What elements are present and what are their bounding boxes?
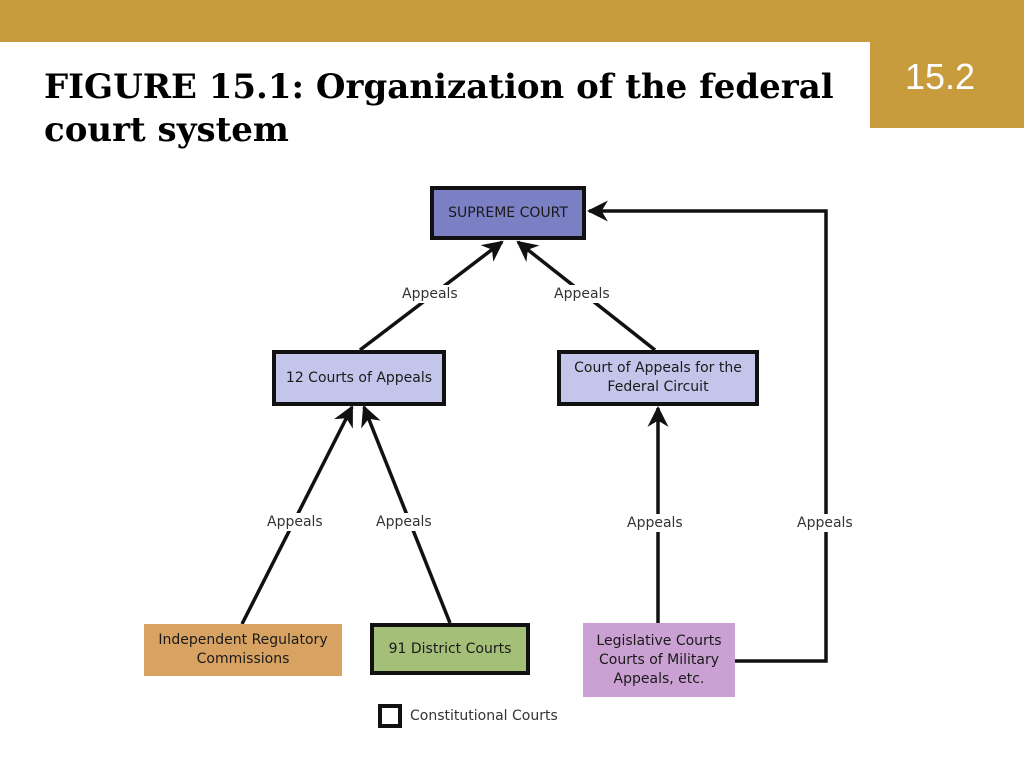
legislative-courts-label: Legislative Courts Courts of Military Ap… [596,632,722,687]
supreme-court-box: SUPREME COURT [430,186,586,240]
edge-label-legislative-to-supreme-appeals: Appeals [795,514,855,532]
regulatory-commissions-label: Independent Regulatory Commissions [158,632,328,667]
edge-label-federal-circuit-appeals: Appeals [552,285,612,303]
legend-label-constitutional: Constitutional Courts [410,708,558,724]
federal-circuit-box: Court of Appeals for the Federal Circuit [557,350,759,406]
district-courts-label: 91 District Courts [388,640,512,657]
edge-label-legislative-appeals: Appeals [625,514,685,532]
legislative-courts-box: Legislative Courts Courts of Military Ap… [583,623,735,697]
supreme-court-label: SUPREME COURT [448,204,568,221]
courts-of-appeals-label: 12 Courts of Appeals [285,369,433,386]
regulatory-commissions-box: Independent Regulatory Commissions [144,624,342,676]
federal-circuit-label: Court of Appeals for the Federal Circuit [574,360,742,395]
legend-swatch-constitutional [378,704,402,728]
edge-label-regulatory-appeals: Appeals [265,513,325,531]
edge-label-district-appeals: Appeals [374,513,434,531]
slide-title: FIGURE 15.1: Organization of the federal… [44,67,834,150]
edge-legislative-to-supreme-court [586,200,828,663]
top-accent-band [0,0,1024,42]
courts-of-appeals-box: 12 Courts of Appeals [272,350,446,406]
section-number: 15.2 [904,56,976,97]
legend: Constitutional Courts [378,704,558,728]
edge-label-coa-appeals: Appeals [400,285,460,303]
district-courts-box: 91 District Courts [370,623,530,675]
section-number-badge: 15.2 [870,0,1024,128]
